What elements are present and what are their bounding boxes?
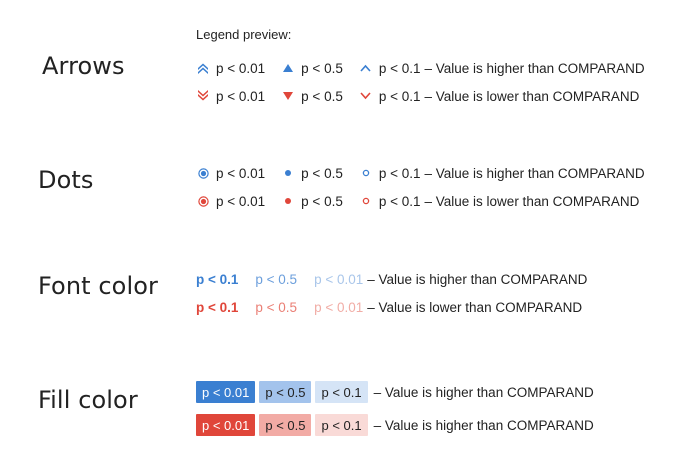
list-item: p < 0.5 [281,194,343,209]
legend-label: p < 0.01 [216,60,266,76]
ringed-dot-icon [196,166,210,180]
dot-icon [281,166,295,180]
hollow-dot-icon [359,166,373,180]
legend-label: p < 0.5 [301,88,343,104]
legend-label: p < 0.5 [259,414,312,436]
font-color-higher-row: p < 0.1 p < 0.5 p < 0.01 – Value is high… [196,268,587,290]
list-item: p < 0.1 – Value is higher than COMPARAND [359,166,645,181]
legend-label: p < 0.1 [378,60,421,76]
section-title-dots: Dots [38,166,94,194]
legend-label: p < 0.01 [216,165,266,181]
legend-label: p < 0.01 [196,414,256,436]
ringed-dot-icon [196,194,210,208]
list-item: p < 0.5 [281,89,343,104]
fill-color-lower-row: p < 0.01 p < 0.5 p < 0.1 – Value is high… [196,413,594,437]
legend-label: p < 0.5 [301,165,343,181]
legend-label: p < 0.1 [378,193,421,209]
legend-label: p < 0.5 [301,193,343,209]
legend-description: – Value is lower than COMPARAND [367,299,583,315]
legend-label: p < 0.1 [315,414,368,436]
legend-label: p < 0.01 [314,299,364,315]
list-item: p < 0.01 [196,166,265,181]
legend-label: p < 0.1 [196,299,239,315]
arrows-lower-row: p < 0.01 p < 0.5 p < 0.1 – Value is lowe… [196,85,639,107]
chevron-down-icon [359,89,373,103]
legend-label: p < 0.1 [378,88,421,104]
fill-color-higher-row: p < 0.01 p < 0.5 p < 0.1 – Value is high… [196,380,594,404]
chevron-up-icon [359,61,373,75]
legend-label: p < 0.01 [216,193,266,209]
dot-icon [281,194,295,208]
legend-label: p < 0.1 [378,165,421,181]
legend-description: – Value is lower than COMPARAND [424,193,640,209]
list-item: p < 0.01 [196,89,265,104]
triangle-up-icon [281,61,295,75]
list-item: p < 0.01 [196,61,265,76]
legend-label: p < 0.5 [255,271,298,287]
legend-preview-label: Legend preview: [196,27,292,42]
double-chevron-up-icon [196,61,210,75]
double-chevron-down-icon [196,89,210,103]
section-title-arrows: Arrows [42,52,125,80]
legend-label: p < 0.1 [196,271,239,287]
list-item: p < 0.01 [196,194,265,209]
font-color-lower-row: p < 0.1 p < 0.5 p < 0.01 – Value is lowe… [196,296,582,318]
hollow-dot-icon [359,194,373,208]
legend-description: – Value is higher than COMPARAND [424,165,645,181]
legend-description: – Value is lower than COMPARAND [424,88,640,104]
list-item: p < 0.1 – Value is lower than COMPARAND [359,193,640,209]
list-item: p < 0.1 – Value is higher than COMPARAND [359,61,645,76]
dots-lower-row: p < 0.01 p < 0.5 p < 0.1 – Value is lowe… [196,190,639,212]
legend-label: p < 0.01 [196,381,256,403]
legend-description: – Value is higher than COMPARAND [373,417,594,433]
legend-label: p < 0.1 [315,381,368,403]
legend-label: p < 0.5 [255,299,298,315]
legend-label: p < 0.5 [301,60,343,76]
list-item: p < 0.1 – Value is lower than COMPARAND [359,88,640,104]
section-title-fill-color: Fill color [38,386,138,414]
legend-label: p < 0.01 [216,88,266,104]
triangle-down-icon [281,89,295,103]
legend-description: – Value is higher than COMPARAND [424,60,645,76]
dots-higher-row: p < 0.01 p < 0.5 p < 0.1 – Value is high… [196,162,645,184]
arrows-higher-row: p < 0.01 p < 0.5 p < 0.1 – Value is high… [196,57,645,79]
list-item: p < 0.5 [281,61,343,76]
legend-description: – Value is higher than COMPARAND [373,384,594,400]
legend-label: p < 0.5 [259,381,312,403]
section-title-font-color: Font color [38,272,158,300]
legend-label: p < 0.01 [314,271,364,287]
list-item: p < 0.5 [281,166,343,181]
legend-description: – Value is higher than COMPARAND [367,271,588,287]
